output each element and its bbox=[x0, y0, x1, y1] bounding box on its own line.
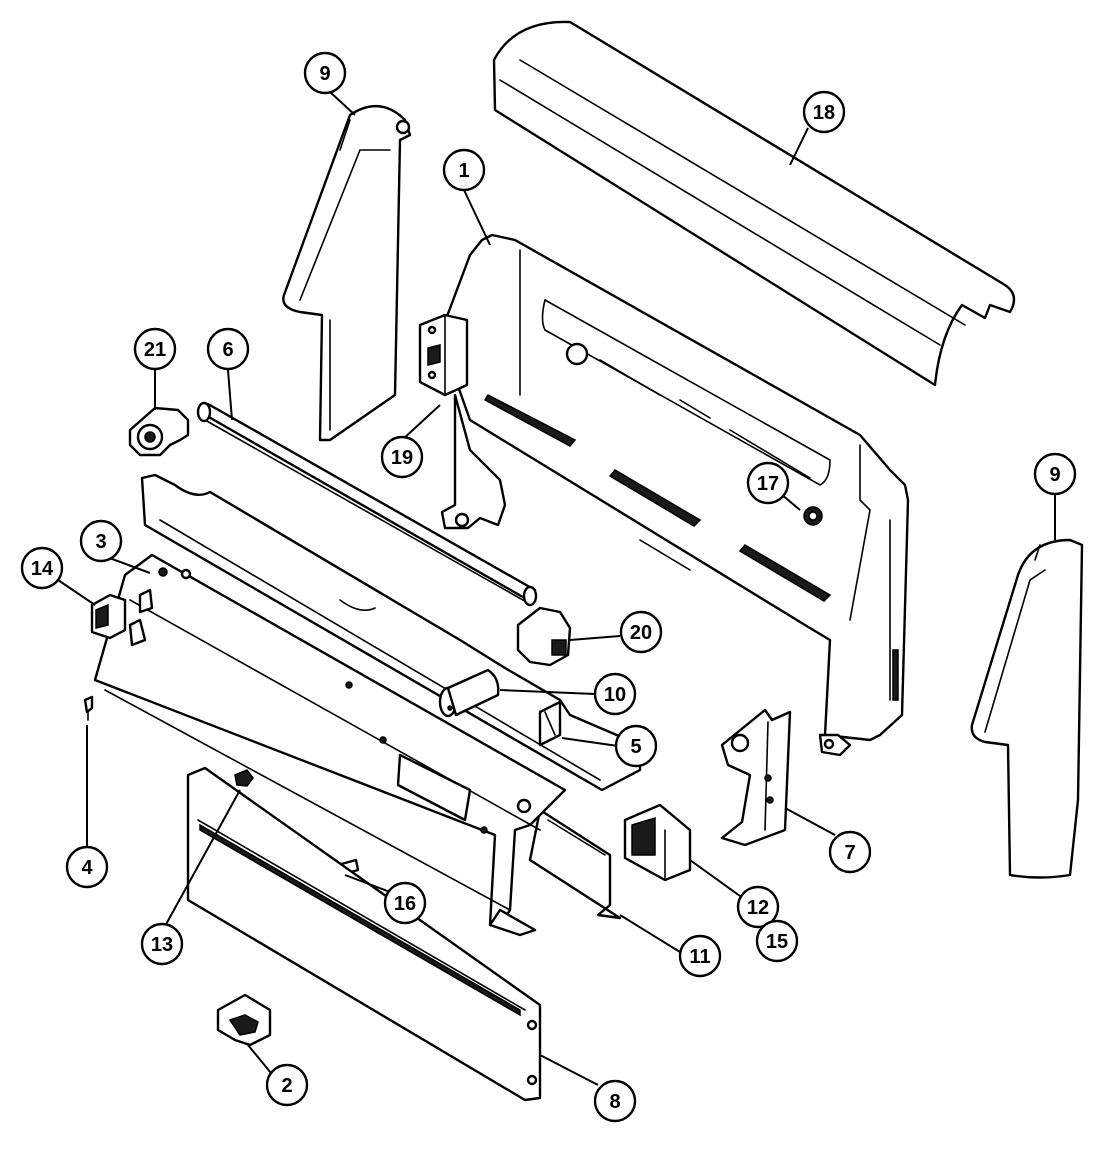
svg-text:16: 16 bbox=[394, 893, 416, 915]
callout-11: 11 bbox=[678, 934, 722, 978]
callout-8: 8 bbox=[593, 1079, 637, 1123]
svg-text:15: 15 bbox=[766, 931, 788, 953]
leader-lines bbox=[57, 91, 1056, 1086]
part-lamp-socket-21 bbox=[128, 406, 190, 457]
part-clip-2 bbox=[216, 993, 272, 1047]
callout-6: 6 bbox=[206, 327, 250, 371]
callout-7: 7 bbox=[828, 830, 872, 874]
svg-text:9: 9 bbox=[319, 63, 330, 85]
callout-1: 1 bbox=[442, 148, 486, 192]
part-screw-4 bbox=[83, 695, 94, 721]
svg-text:1: 1 bbox=[458, 160, 469, 182]
svg-text:5: 5 bbox=[630, 736, 641, 758]
part-clip-5 bbox=[538, 700, 562, 747]
svg-text:9: 9 bbox=[1049, 464, 1060, 486]
callout-12: 12 bbox=[736, 885, 780, 929]
callout-13: 13 bbox=[140, 922, 184, 966]
svg-text:2: 2 bbox=[281, 1075, 292, 1097]
part-top-trim bbox=[492, 20, 1016, 387]
part-front-control-panel bbox=[93, 553, 567, 937]
callout-21: 21 bbox=[133, 327, 177, 371]
part-nut-13 bbox=[234, 769, 254, 787]
callout-17: 17 bbox=[746, 461, 790, 505]
svg-text:12: 12 bbox=[747, 897, 769, 919]
callout-4: 4 bbox=[65, 845, 109, 889]
part-lamp-socket-20 bbox=[516, 606, 572, 667]
part-bracket-19 bbox=[418, 313, 469, 397]
svg-text:8: 8 bbox=[609, 1091, 620, 1113]
callout-15: 15 bbox=[755, 919, 799, 963]
callout-20: 20 bbox=[619, 610, 663, 654]
part-grommet-17 bbox=[803, 506, 823, 526]
part-switch-14 bbox=[90, 593, 127, 640]
svg-text:6: 6 bbox=[222, 339, 233, 361]
callout-19: 19 bbox=[380, 435, 424, 479]
callout-5: 5 bbox=[614, 724, 658, 768]
callout-9-left: 9 bbox=[303, 51, 347, 95]
callout-14: 14 bbox=[20, 546, 64, 590]
callout-18: 18 bbox=[802, 90, 846, 134]
svg-text:7: 7 bbox=[844, 842, 855, 864]
svg-text:11: 11 bbox=[689, 946, 710, 968]
part-lower-trim-8 bbox=[186, 766, 542, 1102]
svg-text:21: 21 bbox=[144, 339, 166, 361]
callout-10: 10 bbox=[593, 672, 637, 716]
svg-text:3: 3 bbox=[95, 531, 106, 553]
part-bracket-7 bbox=[720, 708, 792, 847]
callout-2: 2 bbox=[265, 1063, 309, 1107]
svg-text:10: 10 bbox=[604, 684, 626, 706]
svg-text:13: 13 bbox=[151, 934, 173, 956]
svg-text:20: 20 bbox=[630, 622, 652, 644]
part-fluorescent-tube-6 bbox=[196, 401, 538, 607]
part-starter-10 bbox=[438, 668, 500, 718]
svg-text:19: 19 bbox=[391, 447, 413, 469]
part-backguard-frame bbox=[438, 233, 910, 757]
part-connector-12 bbox=[623, 803, 692, 882]
part-right-end-cap bbox=[970, 538, 1084, 879]
part-lower-channel-11 bbox=[528, 808, 622, 920]
svg-text:17: 17 bbox=[757, 473, 779, 495]
part-left-end-cap bbox=[282, 104, 412, 442]
callout-16: 16 bbox=[383, 881, 427, 925]
svg-text:4: 4 bbox=[81, 857, 93, 879]
callout-3: 3 bbox=[79, 519, 123, 563]
svg-text:14: 14 bbox=[31, 558, 54, 580]
svg-text:18: 18 bbox=[813, 102, 835, 124]
callout-9-right: 9 bbox=[1033, 452, 1077, 496]
